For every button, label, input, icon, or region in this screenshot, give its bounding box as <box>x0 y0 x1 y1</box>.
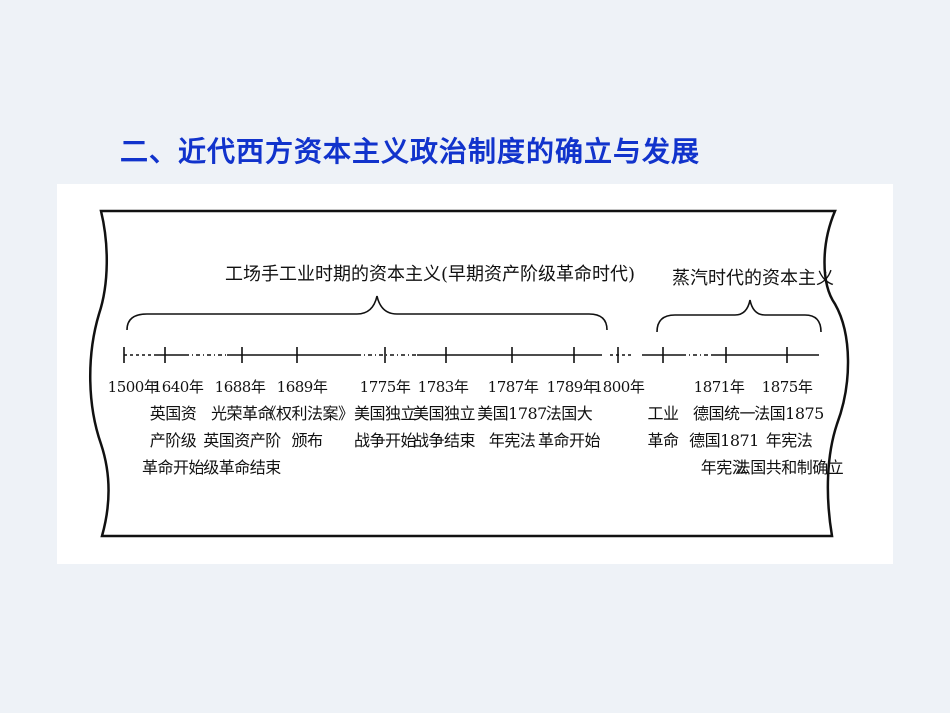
timeline-figure: 工场手工业时期的资本主义(早期资产阶级革命时代) 蒸汽时代的资本主义 1500年… <box>57 184 893 564</box>
event-label-1688: 光荣革命 英国资产阶 级革命结束 <box>203 404 281 477</box>
year-label-1875: 1875年 <box>761 378 813 396</box>
event-label-1875: 法国1875 年宪法 法国共和制确立 <box>734 404 844 477</box>
year-label-1787: 1787年 <box>487 378 539 396</box>
timeline-frame <box>89 209 850 538</box>
event-label-1871: 德国统一 德国1871 年宪法 <box>689 404 759 477</box>
page-title: 二、近代西方资本主义政治制度的确立与发展 <box>120 135 701 168</box>
event-label-1689: 《权利法案》 颁布 <box>260 404 354 450</box>
era-label-early: 工场手工业时期的资本主义(早期资产阶级革命时代) <box>225 264 636 285</box>
year-label-1688: 1688年 <box>214 378 266 396</box>
year-label-1689: 1689年 <box>276 378 328 396</box>
event-label-industrial: 工业 革命 <box>647 404 679 450</box>
year-label-1800: 1800年 <box>593 378 645 396</box>
event-label-1640: 英国资 产阶级 革命开始 <box>141 404 205 477</box>
era-brace-steam <box>656 299 822 333</box>
time-axis-ticks <box>123 347 788 363</box>
year-label-1871: 1871年 <box>693 378 745 396</box>
year-label-1775: 1775年 <box>359 378 411 396</box>
event-label-1787: 美国1787 年宪法 <box>477 404 547 450</box>
year-label-1783: 1783年 <box>417 378 469 396</box>
era-brace-early <box>126 295 608 331</box>
era-label-steam: 蒸汽时代的资本主义 <box>672 268 834 289</box>
event-label-1789: 法国大 革命开始 <box>537 404 601 450</box>
year-label-1789: 1789年 <box>546 378 598 396</box>
year-label-1640: 1640年 <box>152 378 204 396</box>
timeline-frame-drawing <box>89 209 850 538</box>
event-label-1775: 美国独立 战争开始 <box>353 404 417 450</box>
year-label-1500: 1500年 <box>107 378 159 396</box>
event-label-1783: 美国独立 战争结束 <box>412 404 476 450</box>
